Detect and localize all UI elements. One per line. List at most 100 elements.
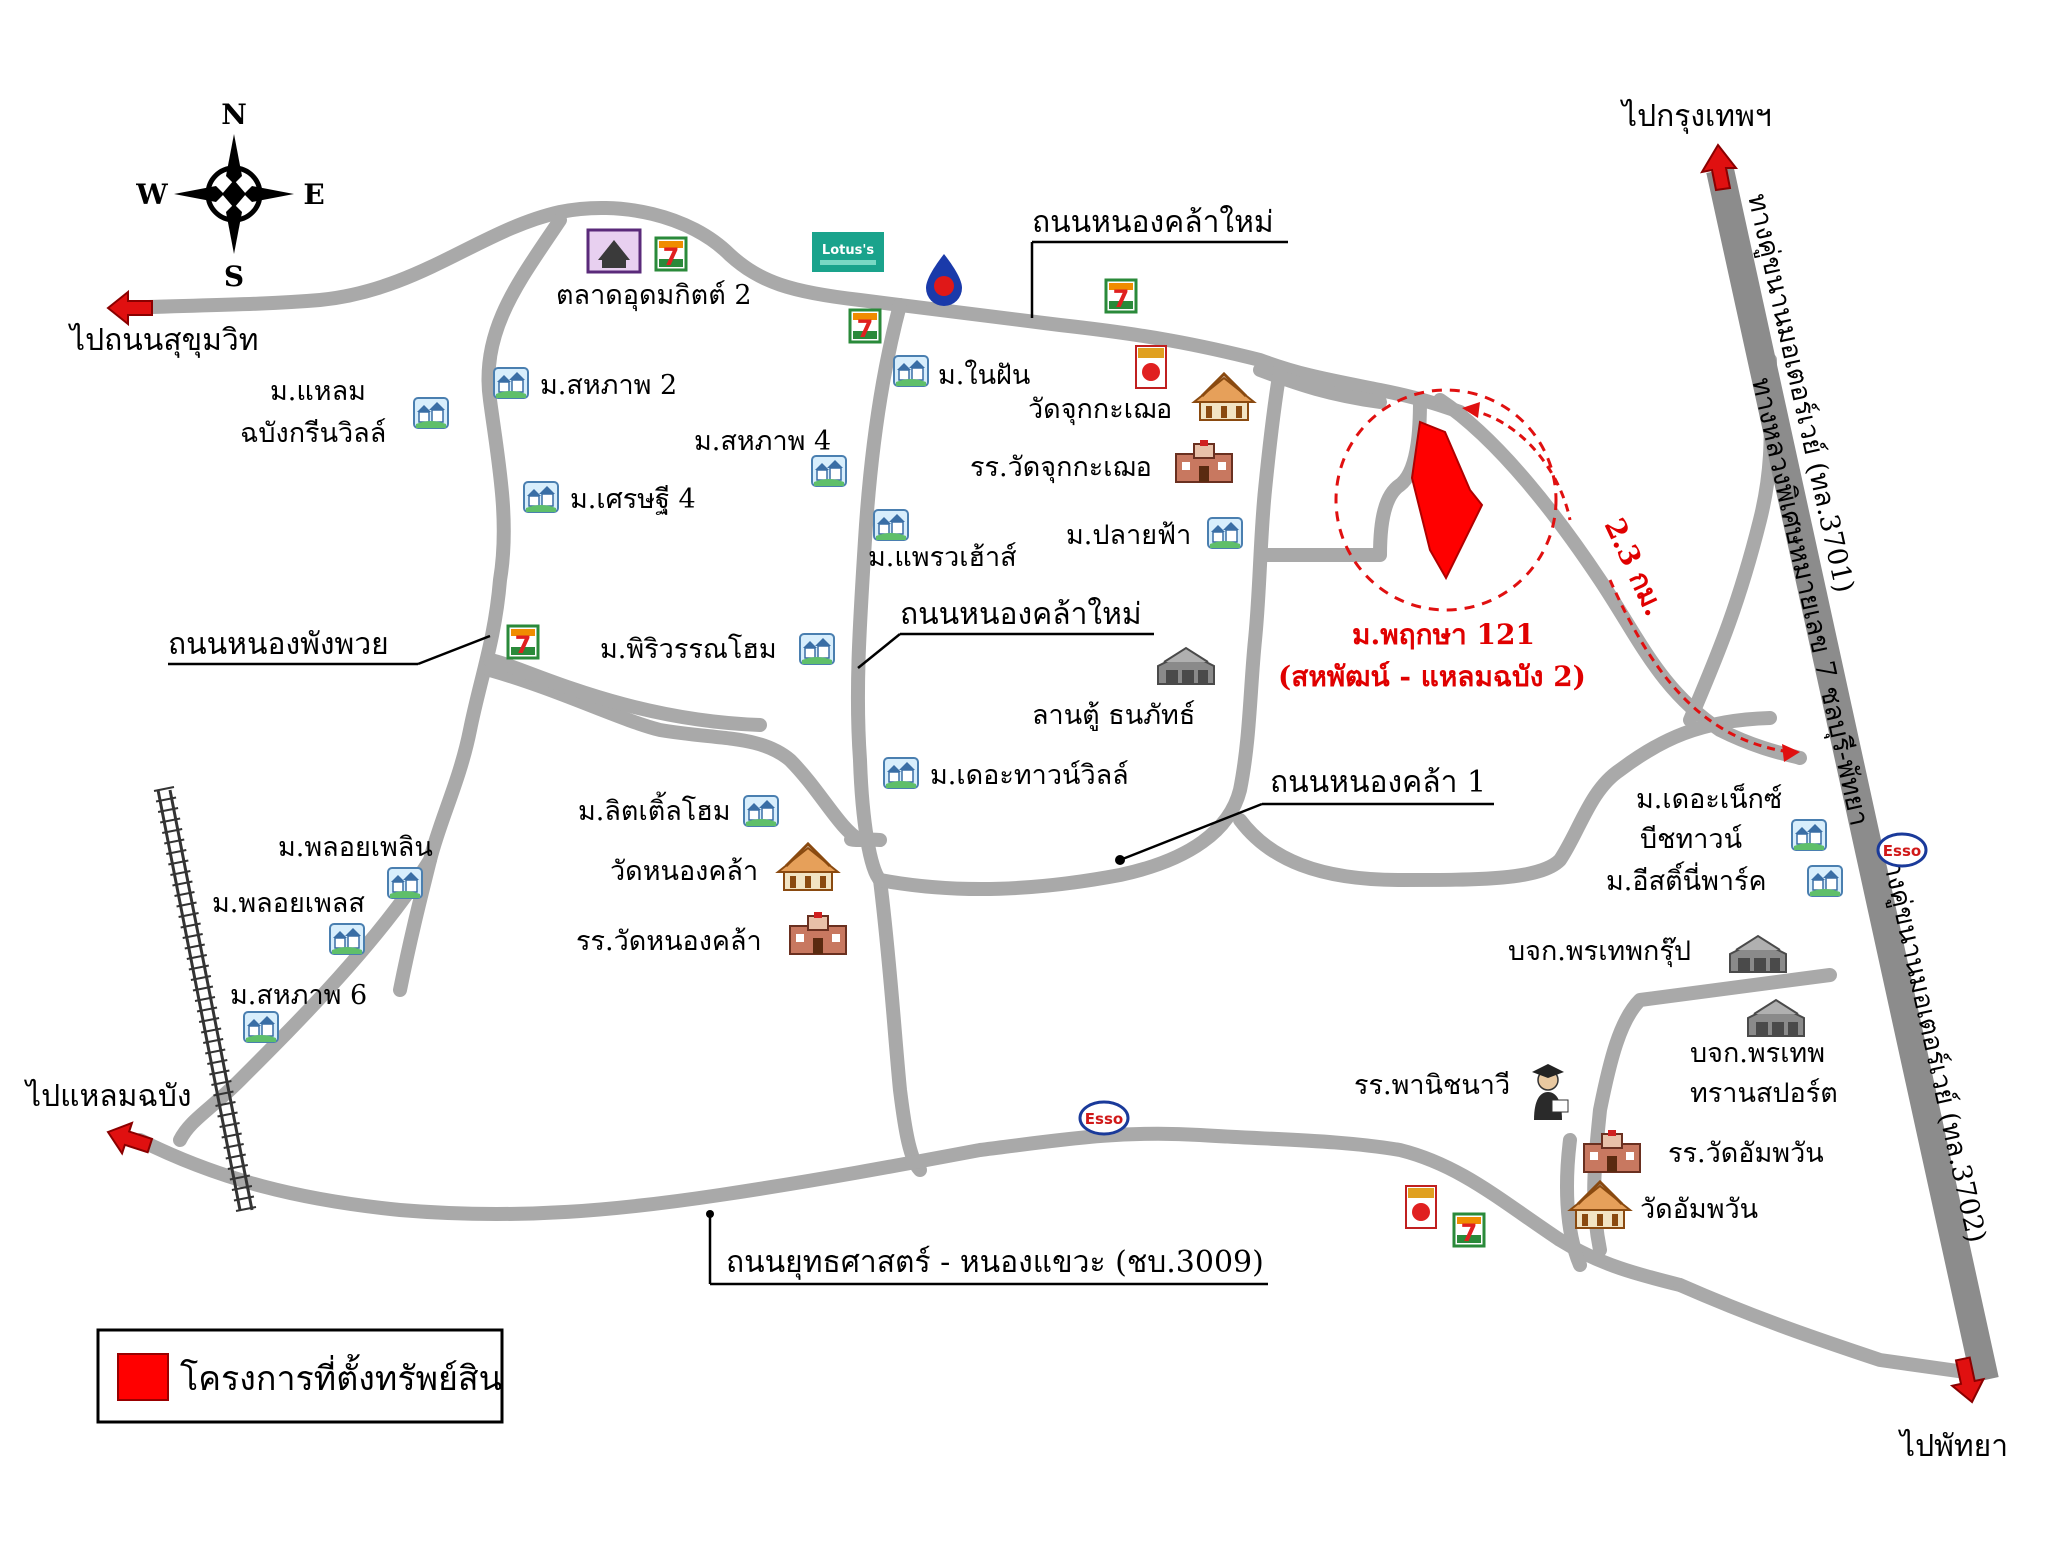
place-piriwan: ม.พิริวรรณโฮม [600, 634, 777, 665]
railway-tie [164, 838, 185, 845]
place-phrao: ม.แพรวเฮ้าส์ [868, 541, 1017, 573]
house-cluster-icon [873, 509, 909, 541]
railway-tie [207, 1059, 228, 1065]
railway-tie [172, 880, 193, 887]
road-network [113, 200, 1972, 1379]
place-panit-school: รร.พานิชนาวี [1354, 1070, 1510, 1101]
place-wat-juk: วัดจุกกะเฌอ [1028, 394, 1172, 426]
railway-tie [205, 1048, 226, 1055]
seven-eleven-icon [848, 308, 882, 345]
road-label-nong-phang-phuai: ถนนหนองพังพวย [168, 627, 491, 666]
place-next-beach-1: ม.เดอะเน็กซ์ [1636, 781, 1782, 815]
place-laem-chabang-green-2: ฉบังกรีนวิลล์ [240, 417, 386, 449]
railway-tie [231, 1185, 253, 1191]
compass-south: S [224, 260, 244, 293]
place-ploi-phlas: ม.พลอยเพลส [212, 888, 365, 919]
railway-tie [223, 1143, 244, 1149]
road-label-nong-kla-mai-mid: ถนนหนองคล้าใหม่ [857, 597, 1154, 669]
compass-east: E [303, 178, 324, 211]
railway-tie [186, 954, 207, 960]
railway-tie [166, 849, 187, 855]
railway-tie [155, 796, 177, 803]
svg-text:Lotus's: Lotus's [822, 243, 874, 258]
direction-arrow-icon [102, 1115, 156, 1162]
lotus-store-logo: Lotus's [812, 232, 884, 272]
railway-tie [235, 1206, 257, 1212]
house-cluster-icon [523, 481, 559, 513]
railway-tie [178, 912, 199, 918]
legend: โครงการที่ตั้งทรัพย์สิน [96, 1328, 504, 1424]
place-porn-transport-1: บจก.พรเทพ [1690, 1038, 1825, 1069]
graduate-icon [1532, 1064, 1569, 1120]
motorway [1699, 143, 1999, 1383]
railway-tie [217, 1111, 238, 1118]
house-cluster-icon [743, 795, 779, 827]
place-next-beach-2: บีชทาวน์ [1640, 823, 1742, 855]
project-site: 2.3 กม. ม.พฤกษา 121 (สหพัฒน์ - แหลมฉบัง … [1278, 388, 1800, 762]
place-sahaphap-6: ม.สหภาพ 6 [230, 980, 367, 1011]
dest-pattaya: ไปพัทยา [1898, 1428, 2008, 1464]
fuel-drop-icon [926, 254, 962, 306]
house-cluster-icon [893, 355, 929, 387]
place-market: ตลาดอุดมกิตต์ 2 [556, 279, 752, 312]
seven-eleven-store-icon [1135, 345, 1167, 389]
railway-tie [190, 975, 212, 981]
railway-tie [157, 807, 179, 813]
railway-tie [174, 891, 195, 897]
railway [153, 786, 257, 1212]
railway-tie [200, 1027, 222, 1034]
place-sahaphap-4: ม.สหภาพ 4 [694, 426, 831, 457]
place-wat-ampawan: วัดอัมพวัน [1640, 1194, 1758, 1225]
place-laem-chabang-green-1: ม.แหลม [270, 376, 366, 407]
temple-icon [776, 842, 840, 892]
place-setthi-4: ม.เศรษฐี 4 [570, 484, 696, 515]
house-cluster-icon [493, 367, 529, 399]
railway-tie [196, 1006, 218, 1013]
place-ploi-phloen: ม.พลอยเพลิน [278, 832, 433, 863]
railway-tie [182, 933, 203, 939]
railway-tie [209, 1069, 230, 1076]
road-label-nong-kla-1: ถนนหนองคล้า 1 [1115, 765, 1494, 865]
place-town-ville: ม.เดอะทาวน์วิลล์ [930, 759, 1129, 791]
svg-text:ถนนหนองคล้าใหม่: ถนนหนองคล้าใหม่ [900, 597, 1142, 632]
place-school-ampawan: รร.วัดอัมพวัน [1668, 1138, 1824, 1169]
warehouse-icon [1729, 935, 1787, 973]
railway-tie [188, 964, 210, 971]
project-name: ม.พฤกษา 121 [1352, 618, 1535, 651]
seven-eleven-icon [654, 236, 688, 273]
house-cluster-icon [799, 633, 835, 665]
railway-tie [159, 817, 181, 824]
seven-eleven-store-icon [1405, 1185, 1437, 1229]
place-lan-tu: ลานตู้ ธนภัทธ์ [1032, 699, 1195, 731]
house-cluster-icon [1791, 819, 1827, 851]
svg-text:ถนนหนองคล้าใหม่: ถนนหนองคล้าใหม่ [1032, 205, 1274, 240]
railway-tie [213, 1090, 234, 1097]
railway-tie [227, 1164, 248, 1170]
house-cluster-icon [243, 1011, 279, 1043]
place-school-nong-kla: รร.วัดหนองคล้า [576, 926, 762, 957]
railway-tie [194, 996, 216, 1002]
railway-tie [176, 901, 197, 908]
railway-tie [170, 870, 191, 876]
market-icon [586, 228, 642, 274]
place-porn-transport-2: ทรานสปอร์ต [1690, 1077, 1838, 1109]
house-cluster-icon [329, 923, 365, 955]
railway-tie [198, 1017, 220, 1023]
railway-tie [192, 985, 214, 992]
dest-sukhumvit: ไปถนนสุขุมวิท [68, 322, 259, 359]
house-cluster-icon [883, 757, 919, 789]
house-cluster-icon [1207, 517, 1243, 549]
railway-tie [229, 1174, 251, 1181]
school-icon [1175, 439, 1233, 483]
warehouse-icon [1157, 647, 1215, 685]
dest-bangkok: ไปกรุงเทพฯ [1620, 98, 1772, 135]
seven-eleven-icon [1104, 278, 1138, 315]
direction-arrow-icon [107, 291, 153, 325]
road-label-yuttasat: ถนนยุทธศาสตร์ - หนองแขวะ (ชบ.3009) [706, 1210, 1268, 1286]
temple-icon [1192, 372, 1256, 422]
place-wat-nong-kla: วัดหนองคล้า [610, 856, 758, 887]
warehouse-icon [1747, 999, 1805, 1037]
railway-tie [215, 1101, 236, 1107]
project-subtitle: (สหพัฒน์ - แหลมฉบัง 2) [1278, 660, 1586, 693]
